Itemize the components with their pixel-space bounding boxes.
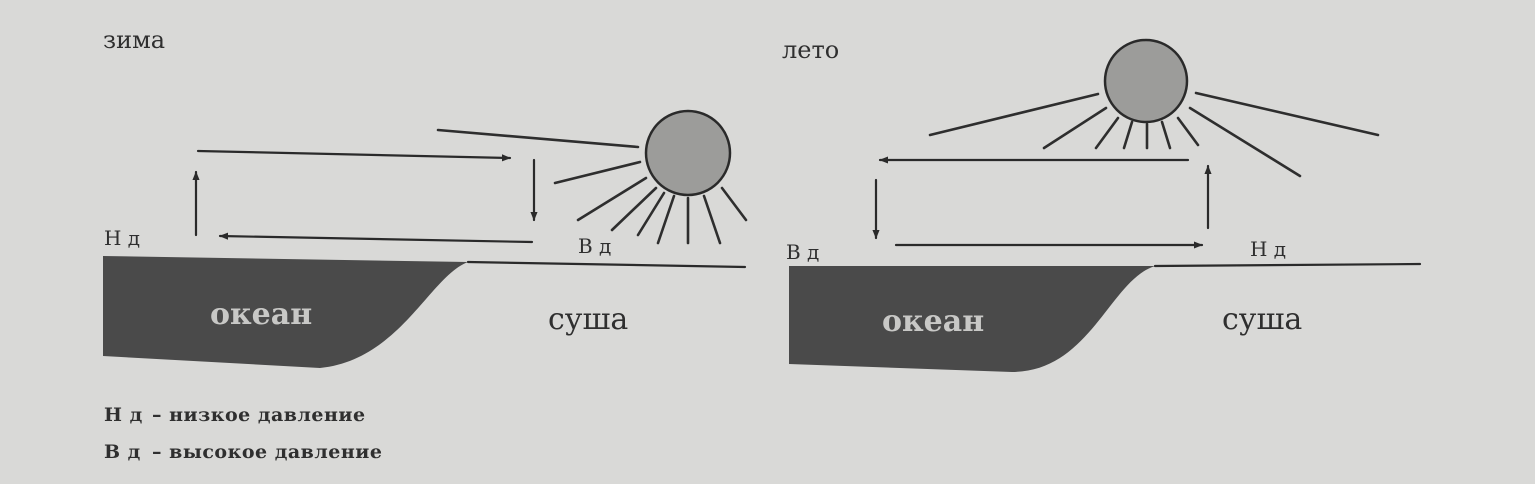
winter-panel: зима Н д В д — [103, 26, 748, 368]
summer-land-surface — [1153, 262, 1422, 268]
legend-high-text: – высокое давление — [152, 441, 382, 463]
winter-land-surface — [466, 260, 747, 269]
summer-circulation — [872, 156, 1212, 249]
winter-land-label: суша — [548, 302, 628, 337]
summer-right-pressure: Н д — [1250, 237, 1286, 261]
winter-ocean — [103, 256, 468, 368]
summer-panel: лето В д Н д — [782, 36, 1422, 372]
summer-sun-icon — [928, 38, 1380, 178]
winter-left-pressure: Н д — [104, 226, 140, 250]
winter-title: зима — [103, 26, 165, 54]
winter-sun-rays — [436, 128, 748, 245]
winter-upper-arrow — [196, 149, 512, 162]
legend-high-symbol: В д — [104, 441, 141, 463]
winter-right-pressure: В д — [578, 234, 611, 258]
summer-ocean — [789, 266, 1155, 372]
winter-ocean-label: океан — [210, 297, 312, 332]
summer-sun-rays — [928, 91, 1380, 178]
legend-low-text: – низкое давление — [152, 404, 366, 426]
summer-land-label: суша — [1222, 302, 1302, 337]
legend: Н д – низкое давление В д – высокое давл… — [104, 404, 382, 463]
winter-circulation — [192, 149, 538, 244]
summer-left-pressure: В д — [786, 240, 819, 264]
winter-lower-arrow — [218, 232, 534, 244]
summer-title: лето — [782, 36, 839, 64]
winter-sun-icon — [436, 109, 748, 245]
summer-ocean-label: океан — [882, 304, 984, 339]
legend-low-symbol: Н д — [104, 404, 143, 426]
